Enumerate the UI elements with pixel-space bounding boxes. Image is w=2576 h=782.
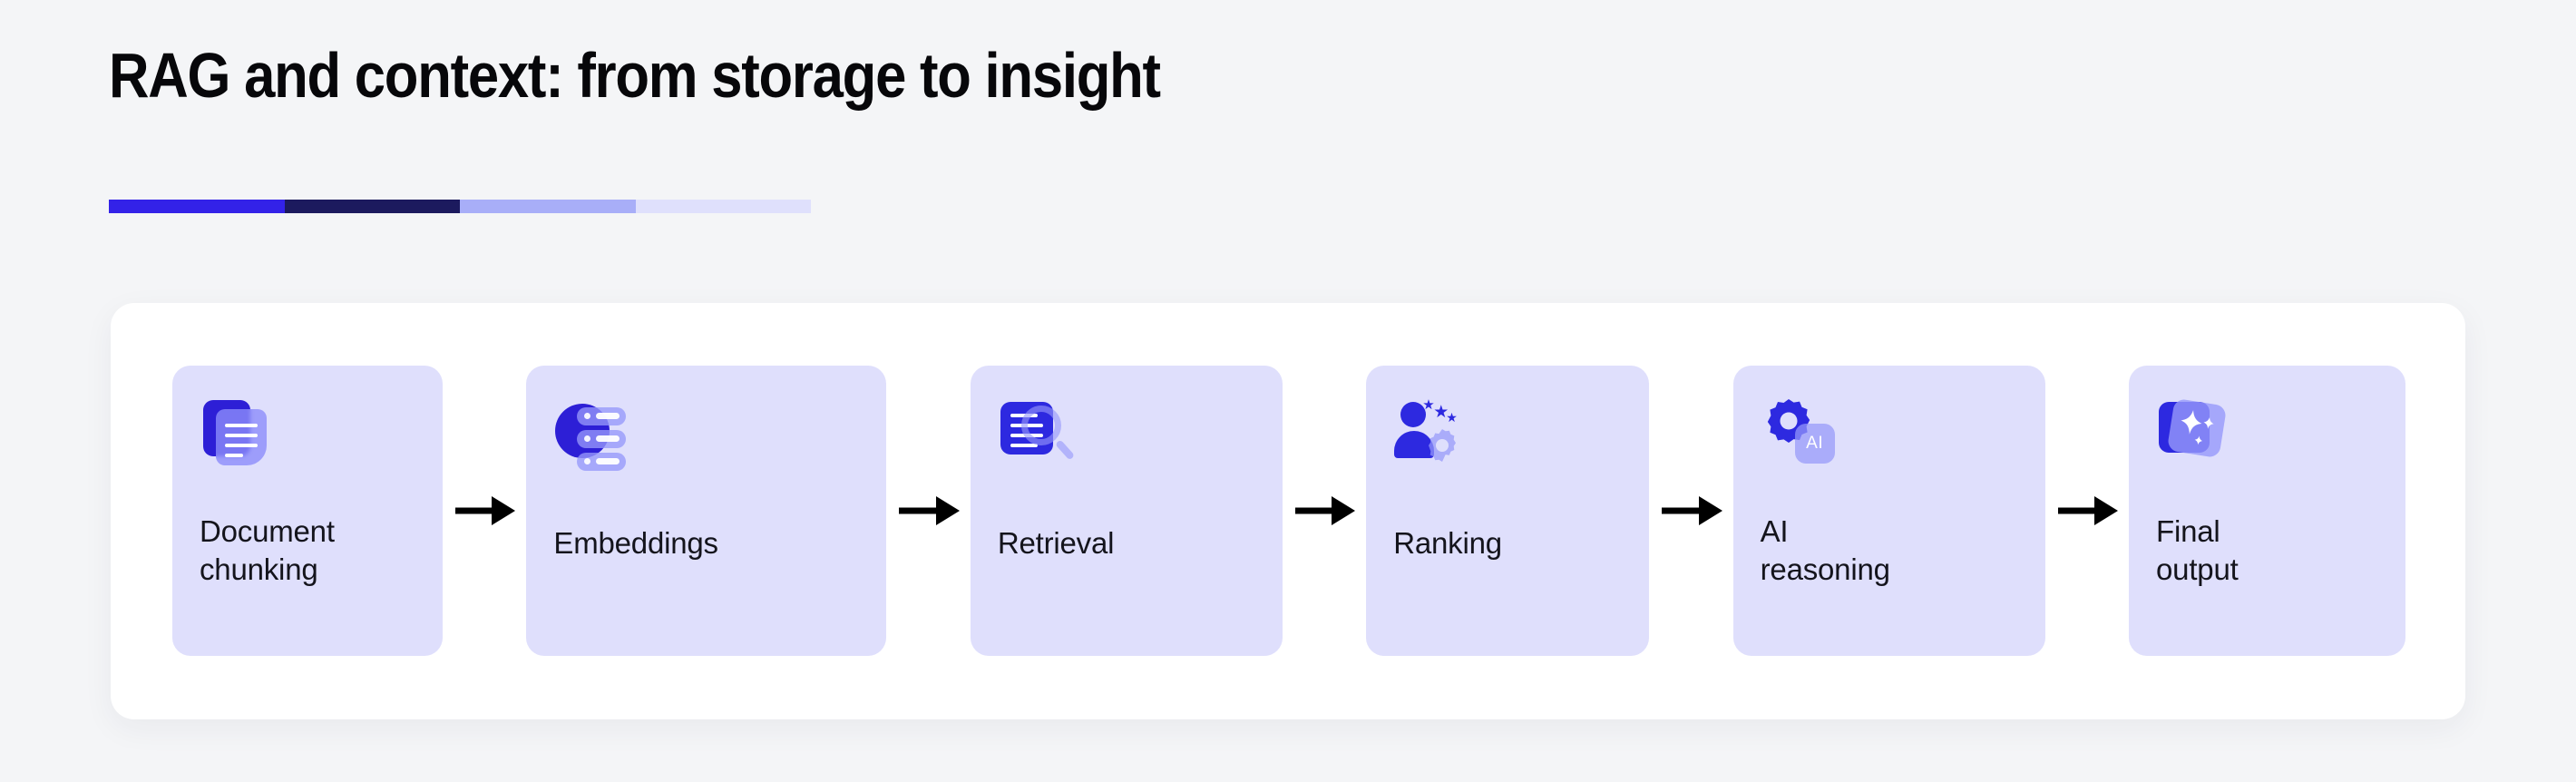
page-title: RAG and context: from storage to insight	[109, 40, 1161, 111]
flow-step-label: Ranking	[1393, 526, 1502, 560]
flow-panel: Document chunking	[111, 303, 2465, 719]
flow-step-document-chunking[interactable]: Document chunking	[172, 366, 443, 656]
flow-step-label: Retrieval	[997, 526, 1115, 560]
flow-step-label: Document chunking	[200, 514, 335, 587]
flow-arrow-1	[443, 496, 526, 525]
accent-bar-segment-4	[635, 200, 811, 213]
flow-step-label: Embeddings	[553, 526, 718, 560]
flow-step-retrieval[interactable]: Retrieval	[970, 366, 1283, 656]
flow-step-embeddings[interactable]: Embeddings	[526, 366, 887, 656]
accent-bar-segment-2	[284, 200, 460, 213]
flow-step-final-output[interactable]: Final output	[2129, 366, 2406, 656]
flow-step-label: AI reasoning	[1760, 514, 1890, 587]
ai-gear-icon: AI	[1761, 395, 1837, 471]
sparkle-icon	[2181, 410, 2214, 445]
flow-row: Document chunking	[172, 366, 2406, 656]
document-chunking-icon	[200, 395, 276, 471]
gear-overlay-icon	[1429, 429, 1457, 462]
ranking-user-stars-icon: ★ ★ ★	[1393, 395, 1469, 471]
flow-arrow-3	[1283, 496, 1366, 525]
flow-step-ai-reasoning[interactable]: AI AI reasoning	[1732, 366, 2045, 656]
accent-bar	[109, 200, 811, 213]
ai-badge-label: AI	[1794, 424, 1835, 464]
flow-arrow-4	[1649, 496, 1732, 525]
flow-step-ranking[interactable]: ★ ★ ★ Ranking	[1366, 366, 1650, 656]
embeddings-icon	[553, 395, 629, 471]
final-output-sparkle-icon	[2156, 395, 2232, 471]
accent-bar-segment-3	[460, 200, 636, 213]
retrieval-search-icon	[998, 395, 1075, 471]
flow-arrow-5	[2045, 496, 2129, 525]
flow-arrow-2	[886, 496, 970, 525]
accent-bar-segment-1	[109, 200, 285, 213]
flow-step-label: Final output	[2156, 514, 2239, 587]
